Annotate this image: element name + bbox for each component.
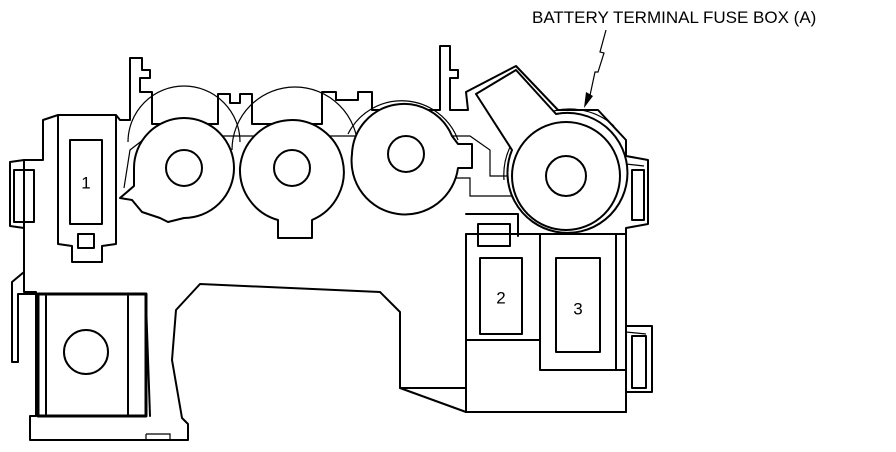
fuse-box-housing [9,45,653,441]
bolt-terminal-3 [347,100,473,216]
callout-label: BATTERY TERMINAL FUSE BOX (A) [532,8,816,27]
bolt-terminal-lower [63,329,109,375]
fuse-1-label: 1 [81,173,90,192]
bolt-terminal-2 [231,86,359,239]
fuse-2-label: 2 [496,288,505,307]
fuse-3-label: 3 [573,299,582,318]
lower-terminal-block [36,292,171,440]
bolt-terminal-1 [119,85,241,223]
bolt-terminal-4 [475,69,629,234]
fuse-2 [479,257,523,335]
fuse-3 [555,257,601,353]
fuse-block-2-3 [465,213,627,413]
bus-bar [123,135,520,197]
fuse-slot-3: 3 [555,257,601,353]
fuse-1 [69,139,103,225]
fuse-slot-1: 1 [57,115,117,263]
fuse-slot-2: 2 [479,257,523,335]
callout-arrow [584,29,607,108]
